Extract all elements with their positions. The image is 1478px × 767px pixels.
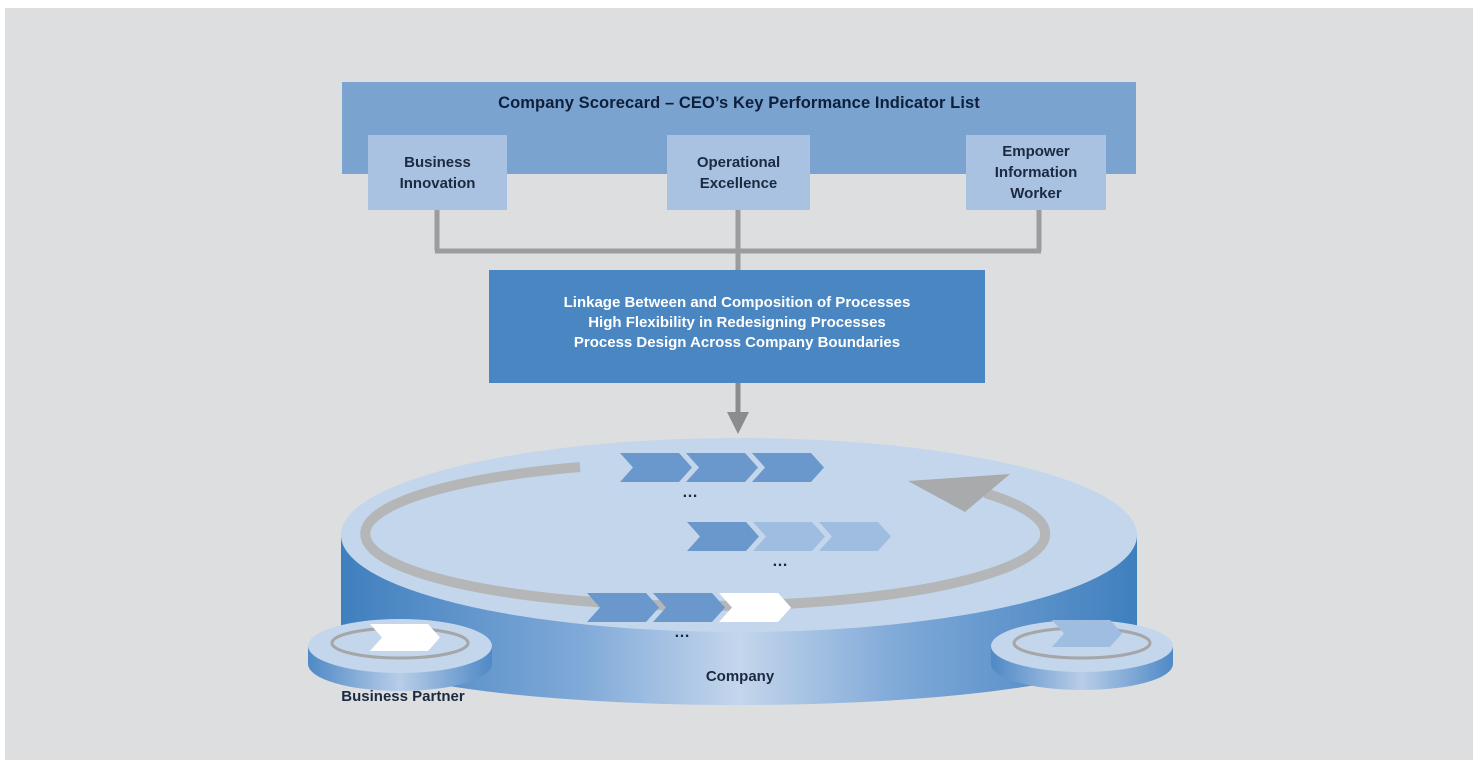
kpi-operational-excellence: Operational Excellence: [667, 135, 810, 210]
scorecard-title: Company Scorecard – CEO’s Key Performanc…: [498, 94, 980, 112]
down-arrow-icon: [727, 383, 749, 434]
kpi-label: Business Innovation: [399, 153, 476, 192]
kpi-label: Empower Information Worker: [994, 143, 1078, 202]
process-box-text: Linkage Between and Composition of Proce…: [489, 293, 985, 353]
chevron-row-partner: [370, 624, 440, 651]
kpi-box-business-innovation: [368, 135, 507, 210]
chevron-arrow-icon: [719, 593, 791, 622]
chevron-arrow-icon: [1052, 620, 1122, 647]
chevron-arrow-icon: [753, 522, 825, 551]
kpi-business-innovation: Business Innovation: [368, 135, 507, 210]
kpi-box-operational-excellence: [667, 135, 810, 210]
ellipsis-middle: …: [772, 553, 788, 570]
kpi-label: Operational Excellence: [696, 153, 781, 192]
chevron-row-right-disk: [1052, 620, 1122, 647]
chevron-arrow-icon: [587, 593, 659, 622]
process-line: High Flexibility in Redesigning Processe…: [588, 314, 886, 331]
kpi-connector-lines: [434, 210, 1042, 270]
chevron-arrow-icon: [370, 624, 440, 651]
chevron-arrow-icon: [752, 453, 824, 482]
business-partner-label: Business Partner: [341, 688, 465, 705]
kpi-box-empower-information-worker: [966, 135, 1106, 210]
kpi-empower-information-worker: Empower Information Worker: [966, 135, 1106, 210]
process-line: Process Design Across Company Boundaries: [573, 334, 901, 351]
process-box: [489, 270, 985, 383]
company-label: Company: [705, 668, 775, 685]
chevron-row-bottom: [587, 593, 791, 622]
process-line: Linkage Between and Composition of Proce…: [563, 294, 911, 311]
chevron-row-top: [620, 453, 824, 482]
chevron-arrow-icon: [687, 522, 759, 551]
ellipsis-top: …: [682, 484, 698, 501]
chevron-row-middle: [687, 522, 891, 551]
chevron-arrow-icon: [819, 522, 891, 551]
chevron-arrow-icon: [620, 453, 692, 482]
ellipsis-bottom: …: [674, 624, 690, 641]
chevron-arrow-icon: [653, 593, 725, 622]
cycle-arrowhead-icon: [908, 474, 1010, 512]
chevron-arrow-icon: [686, 453, 758, 482]
